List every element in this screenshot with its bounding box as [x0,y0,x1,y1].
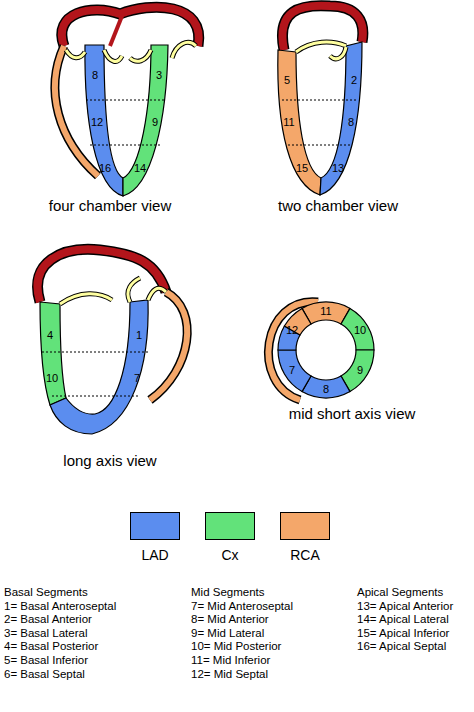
short-axis-ring [268,302,374,400]
level-line [282,100,358,101]
segment-number: 10 [354,324,366,336]
four-chamber-heart [55,7,199,196]
rv-wall [150,292,187,400]
segment-number: 14 [134,162,146,174]
list-heading: Mid Segments [191,586,265,599]
level-line [288,145,352,146]
segment-key: 7= Mid Anteroseptal [191,600,293,613]
legend-swatch [205,512,255,540]
legend-label: LAD [141,548,168,563]
valve-leaflet [128,278,140,302]
valve-outline [104,50,122,61]
valve-leaflet [148,288,166,300]
atrium-wall [62,7,199,46]
legend-label: Cx [221,548,238,563]
level-line [86,100,166,101]
vessel-outline [62,7,199,46]
segment-key: 8= Mid Anterior [191,613,269,626]
valve-leaflet [60,294,112,304]
segment-number: 8 [323,383,329,395]
view-caption: two chamber view [278,198,398,215]
segment-key: 9= Mid Lateral [191,627,264,640]
valve-outline [60,294,112,304]
segment-key: 1= Basal Anteroseptal [4,600,116,613]
valve-leaflet [296,42,346,52]
level-line [42,352,148,353]
segment-number: 16 [99,162,111,174]
lad-wall [320,42,362,195]
ring-sector [278,350,311,392]
segment-key: 11= Mid Inferior [191,654,270,667]
segment-number: 8 [92,69,98,81]
segment-number: 10 [46,372,58,384]
segment-number: 7 [289,364,295,376]
segment-number: 12 [286,324,298,336]
segment-key: 13= Apical Anterior [357,600,453,613]
segment-key: 6= Basal Septal [4,668,85,681]
valve-leaflet [330,47,346,59]
wall-outline [150,292,187,400]
segment-number: 12 [91,116,103,128]
level-line [90,145,160,146]
segment-number: 9 [357,364,363,376]
legend-swatch [130,512,180,540]
lad-wall [50,300,148,434]
rca-wall [278,50,321,195]
segment-number: 2 [351,74,357,86]
segment-number: 8 [348,116,354,128]
view-caption: mid short axis view [289,406,416,423]
segment-number: 4 [47,329,53,341]
segment-number: 1 [136,329,142,341]
segment-number: 13 [332,162,344,174]
list-heading: Basal Segments [4,586,88,599]
legend-swatch [280,512,330,540]
valve-outline [66,50,85,58]
segment-number: 15 [296,162,308,174]
valve-outline [296,42,346,52]
segment-key: 10= Mid Posterior [191,640,281,653]
segment-number: 11 [320,305,331,317]
view-caption: four chamber view [49,198,172,215]
legend-label: RCA [290,548,320,563]
valve-leaflet [172,42,196,58]
cx-wall [123,45,168,196]
list-heading: Apical Segments [357,586,443,599]
segment-key: 5= Basal Inferior [4,654,88,667]
valve-outline [172,42,196,58]
segment-key: 2= Basal Anterior [4,613,92,626]
segment-key: 15= Apical Inferior [357,627,449,640]
segment-number: 3 [156,69,162,81]
valve-outline [128,278,140,302]
segment-number: 5 [284,74,290,86]
segment-key: 14= Apical Lateral [357,613,449,626]
valve-leaflet [130,50,151,61]
valve-leaflet [66,50,85,58]
two-chamber-heart [278,6,363,195]
view-caption: long axis view [63,453,156,470]
lad-wall [85,45,123,196]
segment-key: 3= Basal Lateral [4,627,87,640]
segment-number: 11 [283,116,294,128]
long-axis-heart [38,249,188,434]
segment-number: 9 [152,116,158,128]
ring-sector [341,308,374,350]
cx-wall [40,302,66,405]
level-line [52,396,140,397]
segment-key: 4= Basal Posterior [4,640,98,653]
valve-outline [148,288,166,300]
valve-leaflet [104,50,122,61]
atrial-septum [110,16,122,46]
valve-outline [330,47,346,59]
valve-outline [130,50,151,61]
segment-key: 16= Apical Septal [357,640,446,653]
segment-number: 7 [134,372,140,384]
segment-key: 12= Mid Septal [191,668,268,681]
